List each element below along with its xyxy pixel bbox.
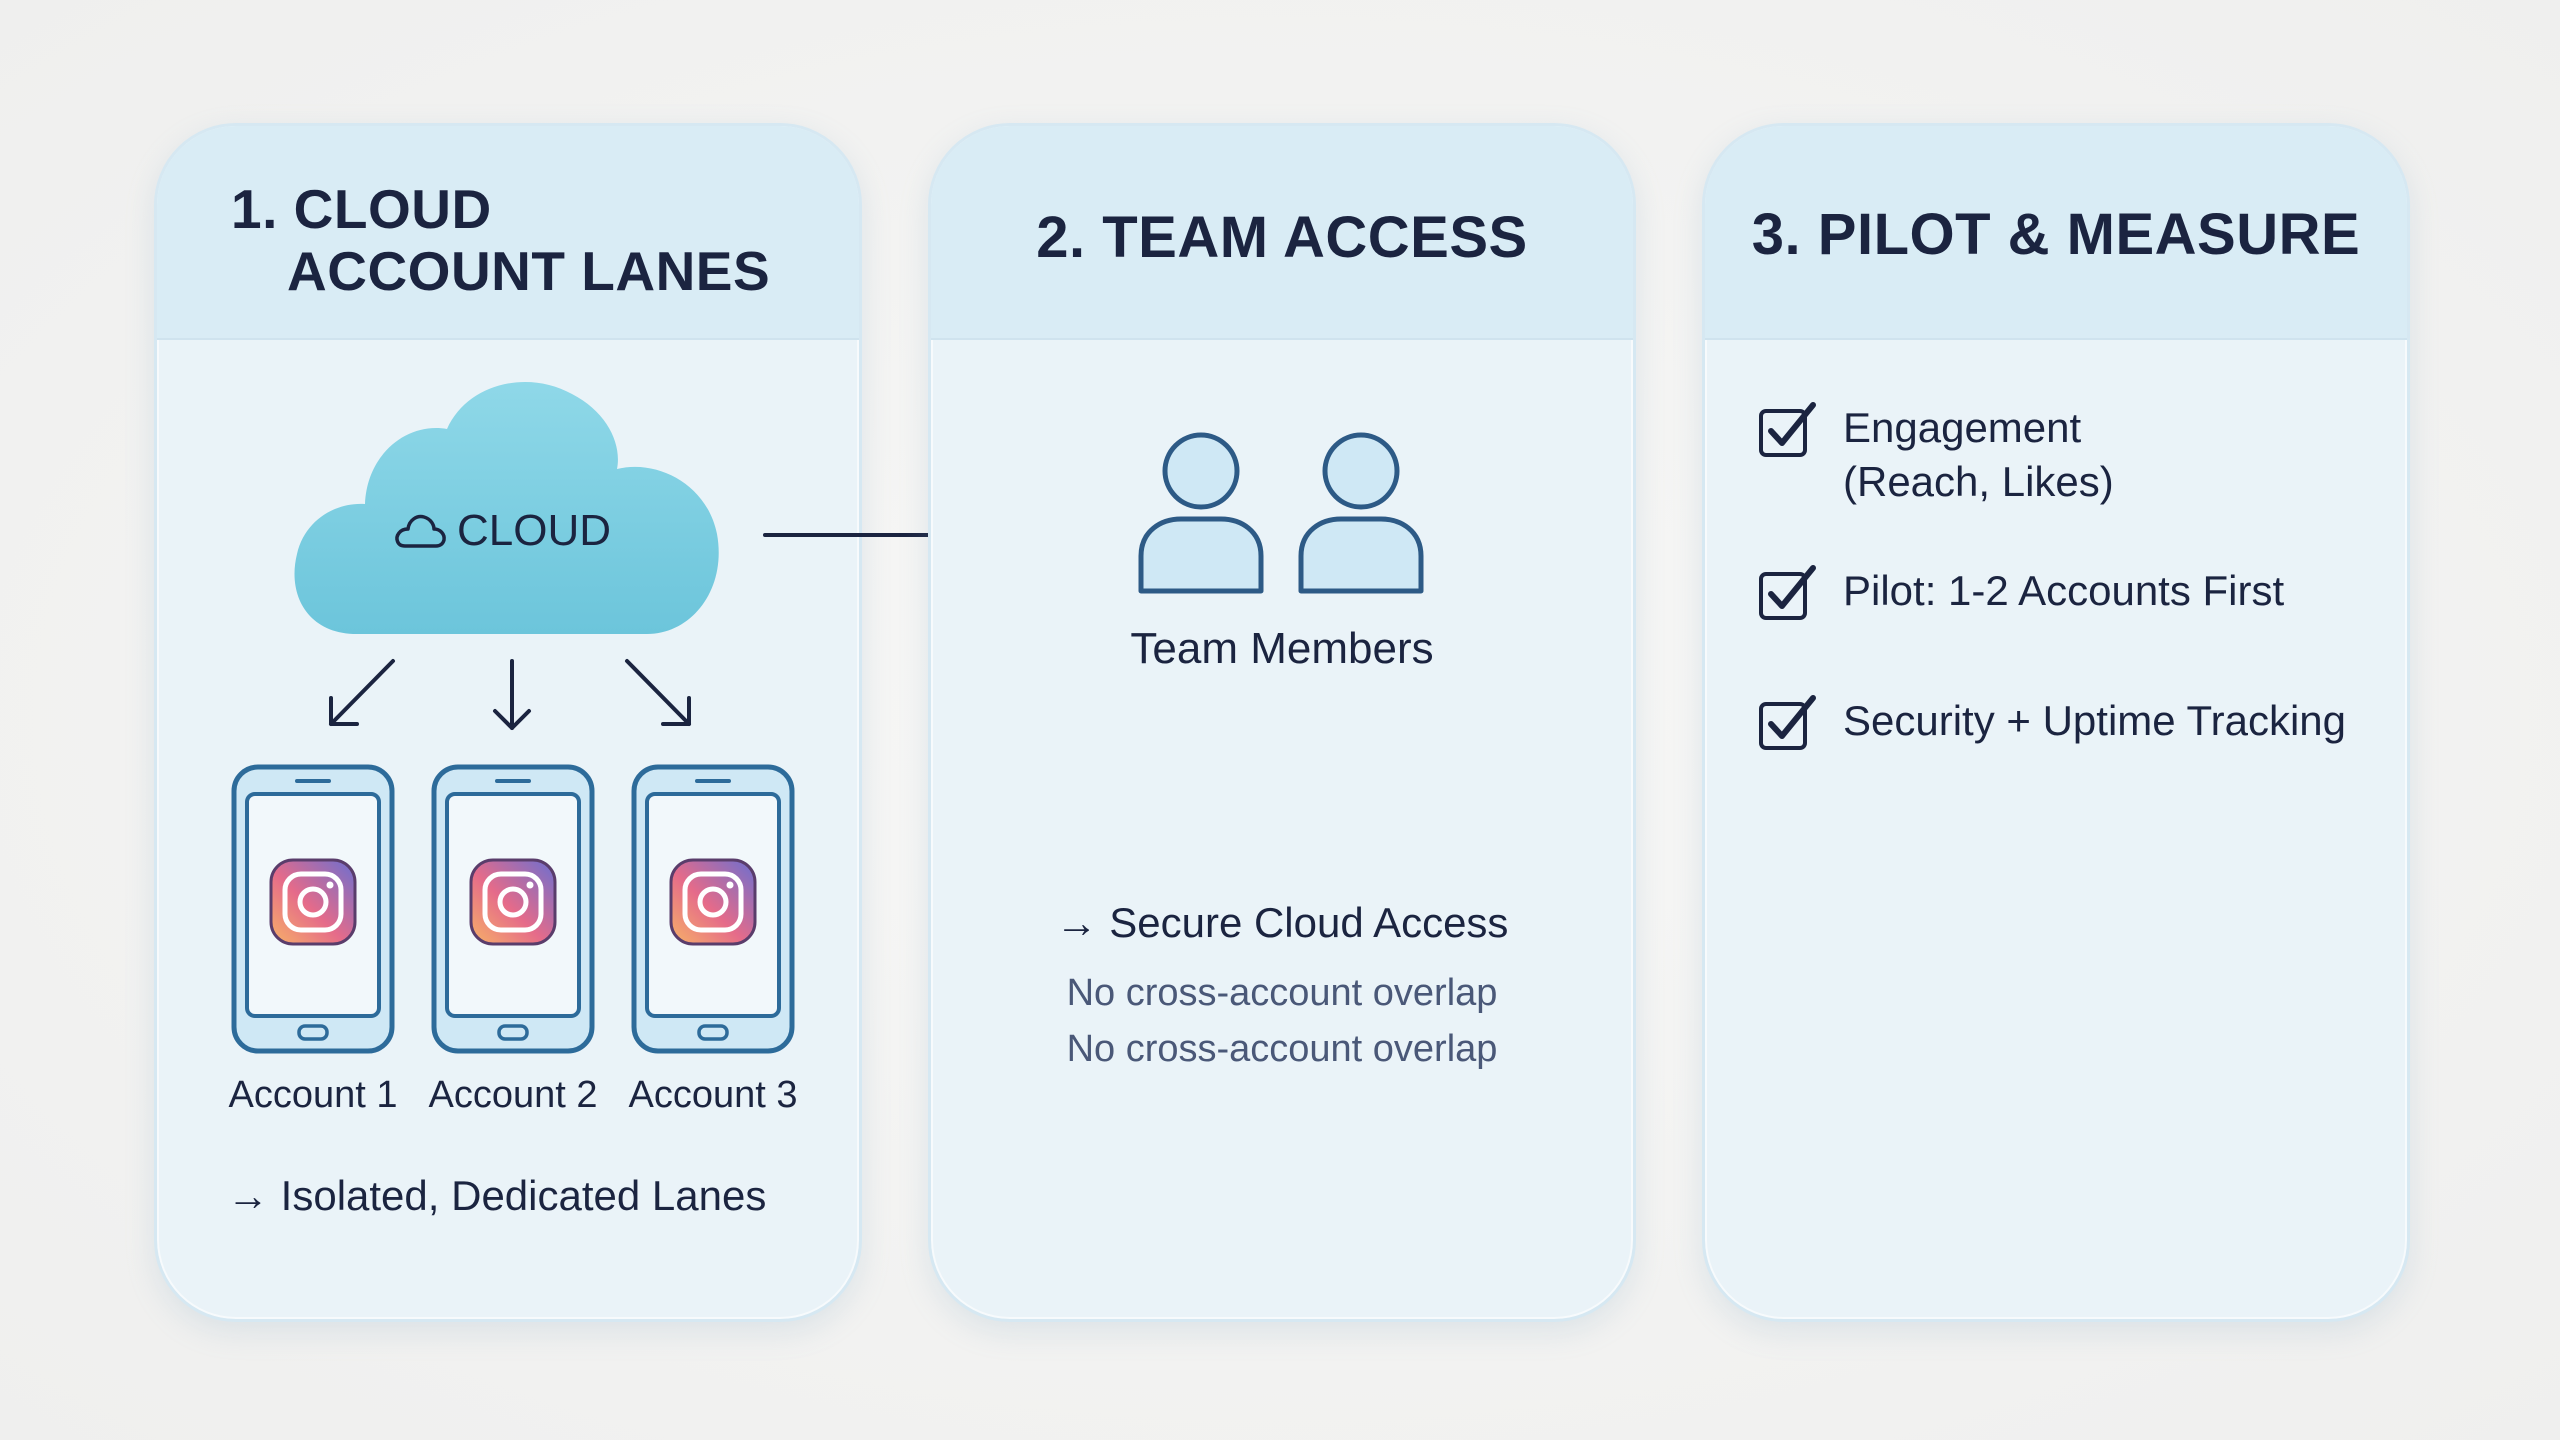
checklist-text: Pilot: 1-2 Accounts First [1843, 567, 2285, 614]
panel-header [931, 126, 1633, 340]
checklist-subtext: (Reach, Likes) [1843, 458, 2114, 505]
account-label-2: Account 2 [428, 1074, 598, 1116]
arrow-to-account-3 [625, 659, 691, 726]
team-members-icon [1138, 432, 1424, 594]
cloud-shape [294, 381, 719, 634]
panel-cloud-account-lanes: 1. CLOUD ACCOUNT LANES CLOUD [154, 123, 862, 1322]
arrow-to-account-1 [329, 659, 395, 726]
panel-title: 3. PILOT & MEASURE [1751, 202, 2361, 267]
instagram-icon [469, 858, 557, 946]
secure-access-note: → Secure Cloud Access [1055, 899, 1509, 946]
checklist-text: Security + Uptime Tracking [1843, 697, 2347, 744]
checkbox-checked-icon [1759, 565, 1816, 620]
panel-team-access: 2. TEAM ACCESS Team Members → Secure Clo… [928, 123, 1636, 1322]
overlap-note-1: No cross-account overlap [1066, 972, 1498, 1014]
checklist-text: Engagement [1843, 404, 2082, 451]
panel-pilot-measure: 3. PILOT & MEASURE Engagement (Reach, Li… [1702, 123, 2410, 1322]
account-phone-3 [631, 764, 795, 1059]
checkbox-checked-icon [1759, 695, 1816, 750]
overlap-note-2: No cross-account overlap [1066, 1028, 1498, 1070]
instagram-icon [269, 858, 357, 946]
account-label-1: Account 1 [228, 1074, 398, 1116]
cloud-label: CLOUD [457, 506, 612, 555]
account-phone-2 [431, 764, 595, 1059]
panel-title: 1. CLOUD ACCOUNT LANES [231, 178, 831, 302]
isolated-lanes-note: → Isolated, Dedicated Lanes [227, 1172, 767, 1219]
panel-header [1705, 126, 2407, 340]
checkbox-checked-icon [1759, 402, 1816, 457]
team-members-label: Team Members [1130, 624, 1434, 673]
lane-arrows [329, 659, 691, 730]
account-phone-1 [231, 764, 395, 1059]
title-line-1: 1. CLOUD [231, 178, 492, 240]
panel-title: 2. TEAM ACCESS [1036, 205, 1528, 270]
instagram-icon [669, 858, 757, 946]
cloud-icon [395, 514, 446, 548]
account-label-3: Account 3 [628, 1074, 798, 1116]
panel-header [157, 126, 859, 340]
title-line-2: ACCOUNT LANES [287, 240, 771, 302]
cloud-label-group: CLOUD [393, 506, 611, 556]
